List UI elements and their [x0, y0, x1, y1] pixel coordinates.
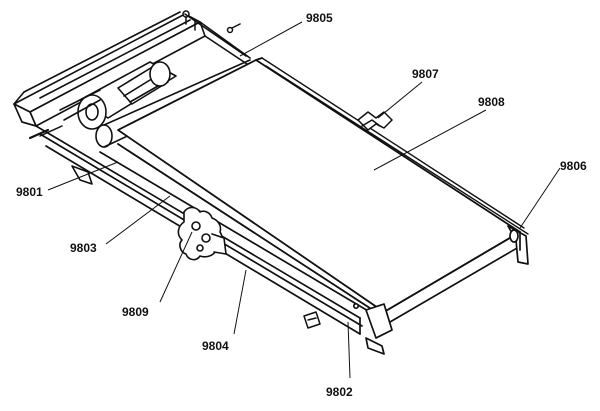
ref-9806: 9806 — [560, 159, 587, 173]
ref-9808: 9808 — [478, 95, 505, 109]
drive-motor — [59, 61, 177, 130]
ref-9802: 9802 — [326, 385, 353, 399]
ref-9803: 9803 — [70, 241, 97, 255]
back-side-rail — [261, 57, 529, 235]
ref-9801: 9801 — [16, 185, 43, 199]
ref-9804: 9804 — [202, 339, 229, 353]
leader-lines — [47, 21, 561, 379]
frame-bolts — [28, 10, 241, 140]
upper-side-rail — [184, 13, 251, 67]
ref-9807: 9807 — [412, 67, 439, 81]
front-gear — [177, 206, 227, 261]
front-idler-roller — [352, 231, 525, 355]
ref-9805: 9805 — [306, 11, 333, 25]
right-end-bracket — [507, 225, 529, 265]
left-end-frame — [13, 11, 206, 127]
bottom-knob — [303, 311, 321, 329]
ref-9809: 9809 — [122, 305, 149, 319]
rear-gear — [357, 111, 393, 131]
